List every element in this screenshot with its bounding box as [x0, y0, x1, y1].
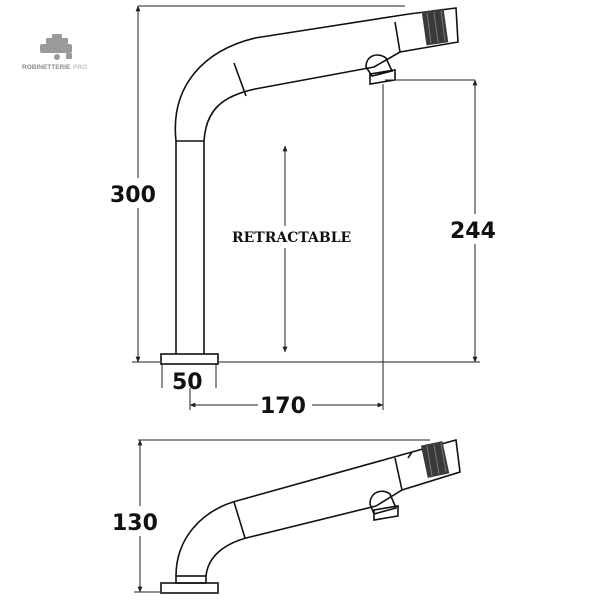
faucet-base-bottom — [160, 582, 219, 594]
logo-suffix: PRO — [73, 64, 87, 71]
faucet-body-bottom — [175, 451, 413, 577]
dim-height-244: 244 — [450, 219, 496, 244]
logo-name: ROBINETTERIE — [22, 64, 71, 71]
faucet-bottom-view — [160, 438, 461, 594]
dim-height-300: 300 — [110, 183, 156, 208]
faucet-outlet-bottom — [369, 490, 399, 521]
knurled-ring-top — [421, 8, 449, 46]
faucet-base — [160, 353, 219, 365]
faucet-top-view — [160, 7, 459, 365]
dimension-lines-bottom — [134, 439, 430, 593]
dim-reach-170: 170 — [260, 394, 306, 419]
dim-base-50: 50 — [172, 370, 203, 395]
faucet-body — [174, 13, 410, 354]
retractable-label: RETRACTABLE — [232, 230, 351, 246]
brand-logo: ROBINETTERIE PRO — [22, 34, 87, 71]
faucet-logo-icon — [40, 34, 72, 60]
knurled-ring-bottom — [420, 441, 450, 478]
dimension-lines-top — [132, 5, 480, 410]
dim-height-130: 130 — [112, 511, 158, 536]
